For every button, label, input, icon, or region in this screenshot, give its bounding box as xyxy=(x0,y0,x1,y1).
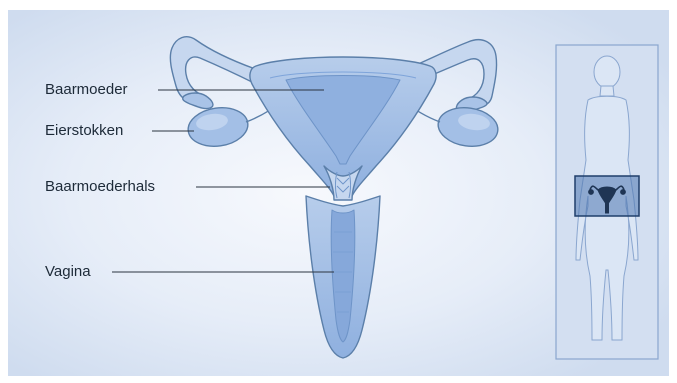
locator-panel xyxy=(556,45,658,359)
label-ovaries: Eierstokken xyxy=(45,122,123,140)
label-uterus: Baarmoeder xyxy=(45,81,128,99)
label-cervix: Baarmoederhals xyxy=(45,178,155,196)
label-vagina: Vagina xyxy=(45,263,91,281)
